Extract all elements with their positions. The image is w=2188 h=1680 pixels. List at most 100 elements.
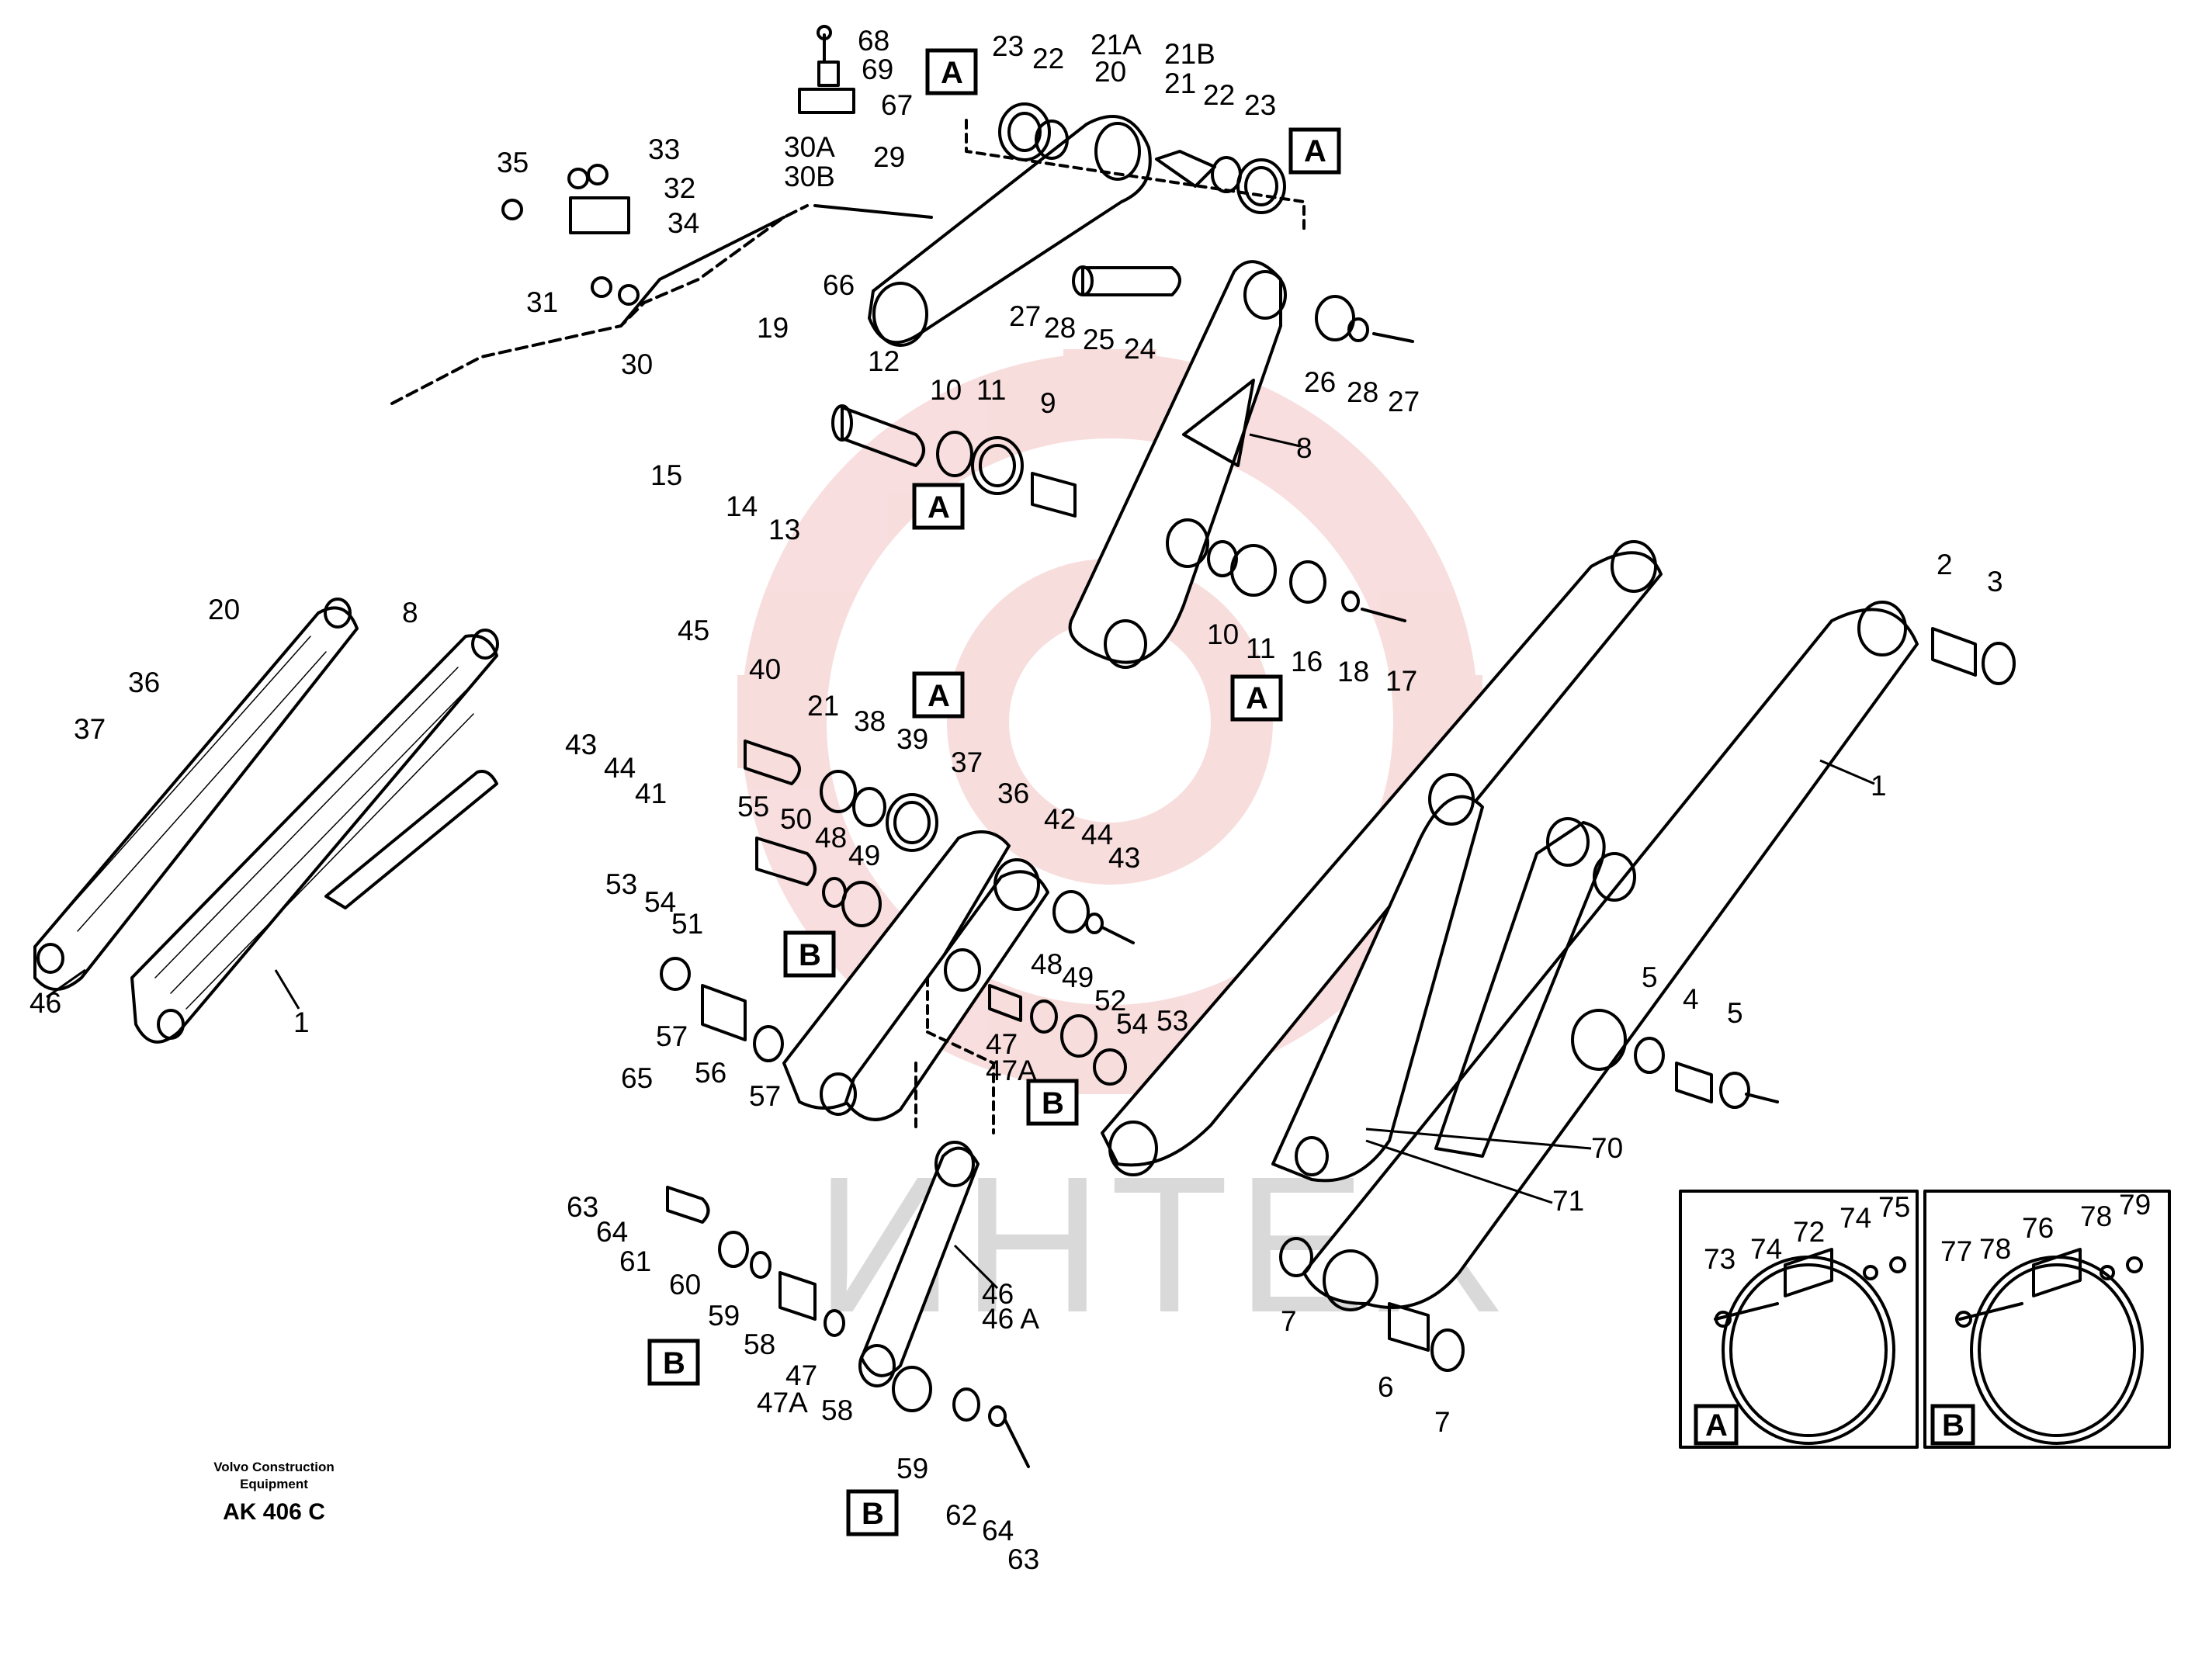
- callout-21A: 21A: [1091, 29, 1142, 61]
- callout-30: 30: [621, 348, 653, 380]
- detail-box-b: [1923, 1190, 2171, 1449]
- link-plate-8: [1068, 260, 1287, 669]
- callout-78: 78: [2080, 1200, 2112, 1232]
- callout-25: 25: [1083, 324, 1115, 355]
- callout-69: 69: [862, 54, 893, 85]
- pin-12-assembly: [831, 404, 1077, 518]
- callout-47: 47: [785, 1360, 817, 1391]
- callout-14: 14: [726, 490, 758, 522]
- callout-29: 29: [873, 141, 905, 173]
- callout-55: 55: [737, 791, 769, 823]
- callout-46: 46: [982, 1278, 1014, 1310]
- callout-52: 52: [1094, 985, 1126, 1017]
- callout-54: 54: [1116, 1008, 1148, 1040]
- callout-labels: 68 69 67 23 22 21A 20 21B 21 22 23 35 33…: [29, 25, 2151, 1575]
- callout-21B: 21B: [1164, 38, 1215, 70]
- bushings-4-5: [1634, 1037, 1779, 1109]
- callout-43: 43: [1108, 842, 1140, 874]
- bushings-56-57: [660, 957, 784, 1062]
- callout-11: 11: [1246, 632, 1275, 664]
- svg-text:A: A: [1246, 681, 1268, 715]
- ref-box-b: B: [1026, 1079, 1079, 1126]
- callout-47A: 47A: [757, 1387, 808, 1418]
- callout-54: 54: [644, 886, 676, 918]
- svg-text:A: A: [1304, 134, 1326, 168]
- callout-33: 33: [648, 133, 680, 165]
- callout-6: 6: [1378, 1371, 1394, 1403]
- grease-fitting-67-69: [798, 25, 855, 114]
- callout-58: 58: [744, 1328, 775, 1360]
- callout-70: 70: [1591, 1132, 1623, 1164]
- callout-5: 5: [1642, 961, 1658, 993]
- callout-75: 75: [1878, 1191, 1910, 1223]
- bushings-2-3: [1931, 627, 2016, 685]
- callout-79: 79: [2119, 1189, 2151, 1221]
- callout-2: 2: [1937, 549, 1953, 580]
- callout-77: 77: [1940, 1235, 1972, 1267]
- washers-42-43-44: [1052, 890, 1135, 944]
- callout-46: 46: [29, 987, 61, 1019]
- ref-box-a: A: [1288, 127, 1341, 175]
- callout-63: 63: [567, 1191, 598, 1223]
- callout-73: 73: [1704, 1243, 1735, 1275]
- callout-21: 21: [1164, 68, 1196, 99]
- ref-box-a: A: [1230, 674, 1283, 722]
- assembly-overview: [33, 598, 499, 1044]
- callout-50: 50: [780, 803, 812, 835]
- callout-76: 76: [2022, 1212, 2054, 1244]
- callout-28: 28: [1347, 376, 1378, 408]
- callout-53: 53: [605, 868, 637, 900]
- callout-64: 64: [982, 1515, 1014, 1547]
- pin-50-assembly: [755, 837, 882, 927]
- callout-45: 45: [678, 615, 709, 646]
- reference-boxes: A A A A A A B B B B B: [647, 48, 1975, 1536]
- callout-57: 57: [656, 1020, 688, 1052]
- pin-60-assembly: [666, 1186, 845, 1337]
- callout-17: 17: [1385, 665, 1417, 697]
- callout-60: 60: [669, 1269, 701, 1301]
- boom-arm-1: [1302, 601, 1919, 1311]
- callout-30A: 30A: [784, 131, 835, 163]
- ref-box-b: B: [783, 930, 836, 978]
- callout-30B: 30B: [784, 161, 835, 192]
- callout-78: 78: [1979, 1233, 2011, 1265]
- callout-46A: 46 A: [982, 1303, 1039, 1335]
- callout-43: 43: [565, 729, 597, 760]
- callout-23: 23: [1244, 89, 1276, 121]
- footer-company-name: Volvo Construction Equipment: [185, 1459, 363, 1493]
- callout-53: 53: [1156, 1005, 1188, 1037]
- callout-42: 42: [1044, 803, 1076, 835]
- callout-44: 44: [1081, 819, 1113, 850]
- svg-text:A: A: [928, 679, 950, 713]
- svg-text:A: A: [928, 490, 950, 525]
- hydraulic-lines-29-35: [390, 164, 933, 405]
- callout-32: 32: [664, 172, 695, 204]
- callout-47: 47: [986, 1028, 1018, 1060]
- callout-48: 48: [815, 822, 847, 854]
- detail-box-a: [1679, 1190, 1919, 1449]
- svg-text:A: A: [1705, 1408, 1728, 1443]
- callout-74: 74: [1840, 1202, 1871, 1234]
- washers-10-11-16-lower: [1207, 540, 1406, 622]
- callout-40: 40: [749, 653, 781, 685]
- callout-61: 61: [619, 1245, 651, 1277]
- bellcrank-frame: [1271, 773, 1606, 1183]
- washers-59-62-64: [892, 1366, 1030, 1468]
- callout-31: 31: [526, 286, 558, 318]
- callout-39: 39: [896, 723, 928, 755]
- callout-9: 9: [1040, 387, 1056, 419]
- ref-box-a: A: [925, 48, 978, 95]
- callout-10: 10: [1207, 618, 1239, 650]
- boom-arm-left-frame: [1101, 540, 1663, 1176]
- dashed-bracket-top: [965, 119, 1306, 230]
- callout-41: 41: [635, 778, 667, 809]
- footer-company-line2: Equipment: [240, 1477, 308, 1491]
- callout-38: 38: [854, 705, 886, 737]
- callout-1: 1: [1871, 770, 1887, 802]
- ref-box-a: A: [912, 671, 965, 719]
- callout-10: 10: [930, 374, 962, 406]
- pin-24-assembly: [1072, 265, 1414, 343]
- callout-35: 35: [497, 147, 529, 178]
- svg-text:B: B: [663, 1346, 685, 1380]
